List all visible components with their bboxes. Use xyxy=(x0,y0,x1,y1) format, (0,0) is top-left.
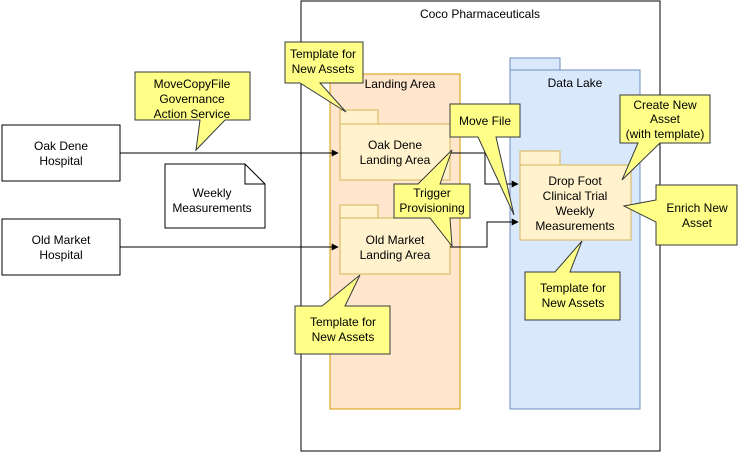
folder-label: Measurements xyxy=(535,219,614,233)
source-old-market-hospital: Old Market Hospital xyxy=(1,218,121,276)
document-label: Weekly xyxy=(192,186,231,200)
folder-label: Old Market xyxy=(366,233,425,247)
lake-folder-drop-foot: Drop Foot Clinical Trial Weekly Measurem… xyxy=(519,150,632,241)
folder-label: Clinical Trial xyxy=(543,189,608,203)
callout-text: Governance xyxy=(159,92,225,106)
callout-text: New Assets xyxy=(292,62,355,76)
callout-text: Create New xyxy=(633,98,697,112)
callout-text: Enrich New xyxy=(666,201,728,215)
source-label: Hospital xyxy=(39,154,82,168)
landing-folder-old-market: Old Market Landing Area xyxy=(339,204,451,275)
weekly-measurements-document: Weekly Measurements xyxy=(164,163,266,229)
callout-text: Move File xyxy=(459,114,511,128)
source-label: Oak Dene xyxy=(34,139,88,153)
callout-text: Asset xyxy=(682,216,713,230)
callout-text: Trigger xyxy=(413,186,451,200)
callout-text: Provisioning xyxy=(399,201,464,215)
callout-text: MoveCopyFile xyxy=(154,77,231,91)
folder-label: Landing Area xyxy=(360,248,431,262)
callout-text: Template for xyxy=(540,281,606,295)
callout-text: New Assets xyxy=(542,296,605,310)
folder-label: Weekly xyxy=(555,204,594,218)
callout-template-landing-top: Template for New Assets xyxy=(284,41,364,113)
callout-text: Action Service xyxy=(154,107,231,121)
callout-text: Template for xyxy=(290,47,356,61)
source-oak-dene-hospital: Oak Dene Hospital xyxy=(1,124,121,182)
callout-trigger-provisioning: Trigger Provisioning xyxy=(393,149,471,248)
callout-text: Template for xyxy=(310,315,376,329)
source-label: Hospital xyxy=(39,248,82,262)
company-title: Coco Pharmaceuticals xyxy=(420,7,540,21)
data-lake-title: Data Lake xyxy=(548,76,603,90)
callout-movecopyfile: MoveCopyFile Governance Action Service xyxy=(134,71,251,152)
document-label: Measurements xyxy=(172,201,251,215)
landing-folder-oak-dene: Oak Dene Landing Area xyxy=(339,109,451,181)
callout-move-file: Move File xyxy=(449,103,521,216)
callout-template-landing-bottom: Template for New Assets xyxy=(294,274,391,355)
folder-label: Landing Area xyxy=(360,153,431,167)
arrow-old-market-to-lake xyxy=(450,218,519,248)
callout-text: New Assets xyxy=(312,330,375,344)
folder-label: Drop Foot xyxy=(548,174,602,188)
landing-area-title: Landing Area xyxy=(365,77,436,91)
callout-create-new-asset: Create New Asset (with template) xyxy=(619,94,711,181)
source-label: Old Market xyxy=(32,233,91,247)
callout-template-lake: Template for New Assets xyxy=(524,240,621,321)
callout-text: (with template) xyxy=(626,127,705,141)
callout-enrich-new-asset: Enrich New Asset xyxy=(622,184,738,246)
callout-text: Asset xyxy=(650,112,681,126)
folder-label: Oak Dene xyxy=(368,138,422,152)
